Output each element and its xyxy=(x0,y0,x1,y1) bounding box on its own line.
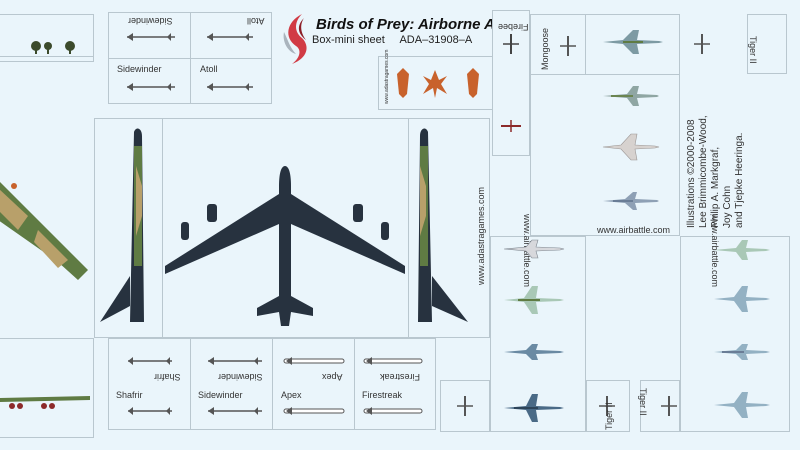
sidewinder-icon xyxy=(127,83,175,91)
apex-icon xyxy=(283,407,345,415)
b52-side-icon xyxy=(100,128,144,322)
fighter-camo-icon xyxy=(714,344,770,360)
sidewinder-label-flipped: Sidewinder xyxy=(218,372,263,382)
credits-line-5: and Tjepke Heeringa. xyxy=(734,132,745,228)
tiger-right-label: Tiger II xyxy=(638,388,648,416)
tiger-topview-icon xyxy=(694,34,710,54)
birds-of-prey-logo-icon xyxy=(283,14,307,64)
fighter-green-icon xyxy=(714,240,770,260)
fighter-camo-icon xyxy=(504,394,564,422)
page-title: Birds of Prey: Airborne Alert xyxy=(316,16,519,33)
atoll-icon xyxy=(207,33,253,41)
fighter-blue-icon xyxy=(714,286,770,312)
credits-line-1: Illustrations ©2000-2008 xyxy=(686,119,697,228)
b52-ground-icon xyxy=(0,396,90,409)
fighter-white-icon xyxy=(503,239,565,259)
fighter-green-icon xyxy=(504,286,564,314)
firebee-drone-icon xyxy=(503,34,519,54)
fighter-camo-icon xyxy=(603,192,659,210)
b52-side-icon xyxy=(418,128,468,322)
sidewinder-label: Sidewinder xyxy=(198,390,243,400)
credits-line-3: Philip A. Markgraf, xyxy=(710,146,721,228)
firestreak-label: Firestreak xyxy=(362,390,403,400)
credits-line-2: Lee Brimmicombe-Wood, xyxy=(698,115,709,228)
url-airbattle: www.airbattle.com xyxy=(597,225,671,235)
firestreak-icon xyxy=(363,357,423,365)
b52-topview-icon xyxy=(165,166,405,326)
sheet-type: Box-mini sheet xyxy=(312,34,385,46)
url-adastra-small: www.adastragames.com xyxy=(384,49,390,104)
shafrir-icon xyxy=(128,357,172,365)
sidewinder-label-flipped: Sidewinder xyxy=(128,16,173,26)
shafrir-label-flipped: Shafrir xyxy=(154,372,181,382)
shafrir-label: Shafrir xyxy=(116,390,143,400)
fighter-blue-icon xyxy=(714,392,770,418)
apex-label: Apex xyxy=(281,390,302,400)
sidewinder-icon xyxy=(127,33,175,41)
fighter-camo-icon xyxy=(603,30,663,54)
left-small-panel xyxy=(440,380,490,432)
sidewinder-icon xyxy=(208,407,262,415)
ground-line xyxy=(0,56,94,57)
shafrir-icon xyxy=(128,407,172,415)
tiger-topview-icon xyxy=(599,396,615,416)
tiger-top-panel xyxy=(747,14,787,74)
apex-icon xyxy=(283,357,345,365)
atoll-label-flipped: Atoll xyxy=(247,16,265,26)
firebee-drone-icon xyxy=(501,120,521,132)
mongoose-label: Mongoose xyxy=(540,27,550,70)
apex-label-flipped: Apex xyxy=(322,372,343,382)
sidewinder-label: Sidewinder xyxy=(117,64,162,74)
tree-icons xyxy=(31,41,75,54)
top-left-panel xyxy=(0,14,94,62)
page-subtitle: Box-mini sheet ADA–31908–A xyxy=(312,34,472,46)
credits-block: Illustrations ©2000-2008 Lee Brimmicombe… xyxy=(686,115,746,228)
sheet-code: ADA–31908–A xyxy=(399,34,473,46)
credits-line-4: Joy Cohn xyxy=(722,185,733,228)
tiger-bottom-label: Tiger II xyxy=(604,402,614,430)
aircraft-topview-icon xyxy=(457,396,473,416)
right-fighter-panel xyxy=(680,236,790,432)
left-bottom-panel xyxy=(0,338,94,438)
atoll-label: Atoll xyxy=(200,64,218,74)
atoll-icon xyxy=(207,83,253,91)
fighter-camo-icon xyxy=(603,86,659,106)
b52-camo-partial-icon xyxy=(0,182,88,280)
fighter-column-panel xyxy=(490,236,586,432)
firebee-label: Firebee xyxy=(498,22,529,32)
sidewinder-icon xyxy=(208,357,262,365)
tiger-top-label: Tiger II xyxy=(748,36,758,64)
mongoose-topview-icon xyxy=(560,36,576,56)
tiger-topview-icon xyxy=(661,396,677,416)
fighter-blue-icon xyxy=(504,344,564,360)
firestreak-label-flipped: Firestreak xyxy=(380,372,421,382)
url-adastra: www.adastragames.com xyxy=(476,186,486,285)
firestreak-icon xyxy=(363,407,423,415)
mongoose-panel xyxy=(530,14,680,236)
fighter-white-icon xyxy=(602,133,660,161)
